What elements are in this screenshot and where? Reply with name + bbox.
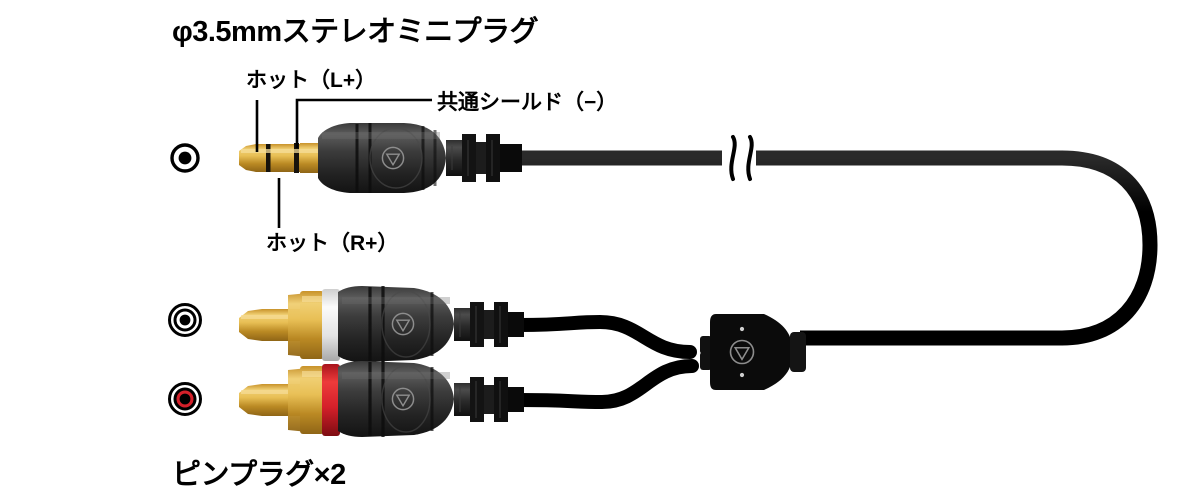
splitter-dot-top xyxy=(739,326,745,332)
rca-plug-right xyxy=(239,361,524,437)
splitter-body xyxy=(710,314,792,390)
page-title: φ3.5mmステレオミニプラグ xyxy=(172,16,539,48)
branch-cable-right xyxy=(513,359,699,410)
splitter-collar xyxy=(790,332,806,372)
mini-plug-ring-1 xyxy=(266,144,271,172)
mini-plug-strain-relief xyxy=(446,134,522,182)
callout-hot-left: ホット（L+） xyxy=(246,69,377,92)
bottom-caption: ピンプラグ×2 xyxy=(172,459,346,491)
splitter-dot-bottom xyxy=(739,372,745,378)
callout-leader-lines xyxy=(255,98,432,228)
leader-common-shield xyxy=(295,98,432,148)
y-splitter xyxy=(700,314,806,390)
rca-right-color-band xyxy=(322,364,340,436)
callout-common-shield: 共通シールド（−） xyxy=(437,91,618,114)
jack-icon-mini xyxy=(170,143,200,173)
jack-icon-rca-left xyxy=(168,303,202,337)
mini-plug-connector xyxy=(239,123,522,193)
rca-left-barrel xyxy=(300,291,324,359)
cable-break-symbol xyxy=(722,135,756,181)
jack-icon-rca-right xyxy=(168,382,202,416)
rca-plug-left xyxy=(239,286,524,362)
rca-left-color-band xyxy=(322,289,340,361)
main-cable-path xyxy=(520,150,1158,346)
rca-right-strain-relief xyxy=(454,377,524,422)
cable-routing xyxy=(513,150,1158,410)
rca-left-strain-relief xyxy=(454,302,524,347)
mini-plug-ring-2 xyxy=(294,143,299,173)
branch-cable-left xyxy=(513,314,697,359)
callout-hot-right: ホット（R+） xyxy=(266,232,399,255)
rca-right-barrel xyxy=(300,366,324,434)
